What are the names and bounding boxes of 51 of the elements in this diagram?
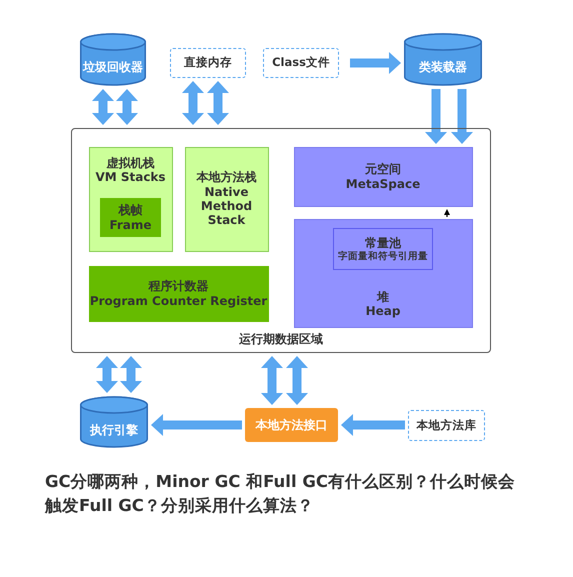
region-label: 运行期数据区域 bbox=[239, 332, 323, 346]
node-subtitle: VM Stacks bbox=[95, 170, 166, 184]
node-title: 常量池 bbox=[365, 236, 401, 250]
node-title: 堆 bbox=[377, 290, 389, 304]
metaspace-box bbox=[294, 146, 472, 206]
node-title: 垃圾回收器 bbox=[83, 60, 143, 75]
node-title: Class文件 bbox=[272, 56, 330, 70]
node-title: 本地方法库 bbox=[416, 418, 476, 432]
node-title: 虚拟机栈 bbox=[106, 156, 154, 170]
constant-pool-box bbox=[333, 228, 433, 270]
storage-cylinder bbox=[404, 33, 482, 86]
node-subtitle: Native Method Stack bbox=[200, 184, 254, 228]
heap-box bbox=[294, 218, 472, 328]
arrow bbox=[444, 209, 450, 217]
double-arrow bbox=[286, 356, 308, 405]
node-title: 元空间 bbox=[365, 162, 401, 176]
frame-box bbox=[100, 198, 161, 237]
double-arrow bbox=[92, 89, 114, 125]
interface-box bbox=[245, 408, 338, 442]
arrow bbox=[151, 414, 242, 436]
stack-box bbox=[88, 146, 172, 252]
double-arrow bbox=[120, 356, 142, 393]
double-arrow bbox=[182, 81, 204, 125]
double-arrow bbox=[207, 81, 229, 125]
storage-cylinder bbox=[80, 33, 146, 86]
arrow bbox=[425, 89, 447, 144]
region-frame bbox=[71, 128, 491, 353]
double-arrow bbox=[261, 356, 283, 405]
node-title: 执行引擎 bbox=[90, 422, 138, 438]
node-title: 类装载器 bbox=[419, 60, 467, 75]
register-box bbox=[88, 266, 268, 322]
node-subtitle: MetaSpace bbox=[346, 176, 420, 191]
node-subtitle: Frame bbox=[109, 218, 152, 232]
dashed-box bbox=[408, 410, 485, 441]
dashed-box bbox=[170, 48, 246, 78]
node-title: 栈帧 bbox=[118, 203, 142, 218]
node-title: 本地方法接口 bbox=[256, 418, 328, 432]
double-arrow bbox=[116, 89, 138, 125]
storage-cylinder bbox=[80, 396, 148, 448]
node-title: 程序计数器 bbox=[148, 279, 208, 294]
node-title: 本地方法栈 bbox=[196, 170, 256, 185]
node-subtitle: Heap bbox=[366, 304, 400, 318]
caption: GC分哪两种，Minor GC 和Full GC有什么区别？什么时候会触发Full GC？分别采用什么算法？ bbox=[45, 471, 516, 517]
node-subtitle: Program Counter Register bbox=[90, 294, 268, 308]
dashed-box bbox=[263, 48, 339, 78]
node-subtitle: 字面量和符号引用量 bbox=[338, 250, 428, 262]
double-arrow bbox=[96, 356, 118, 393]
arrow bbox=[341, 414, 405, 436]
node-title: 直接内存 bbox=[184, 56, 232, 70]
arrow bbox=[350, 52, 401, 74]
stack-box bbox=[184, 146, 268, 252]
